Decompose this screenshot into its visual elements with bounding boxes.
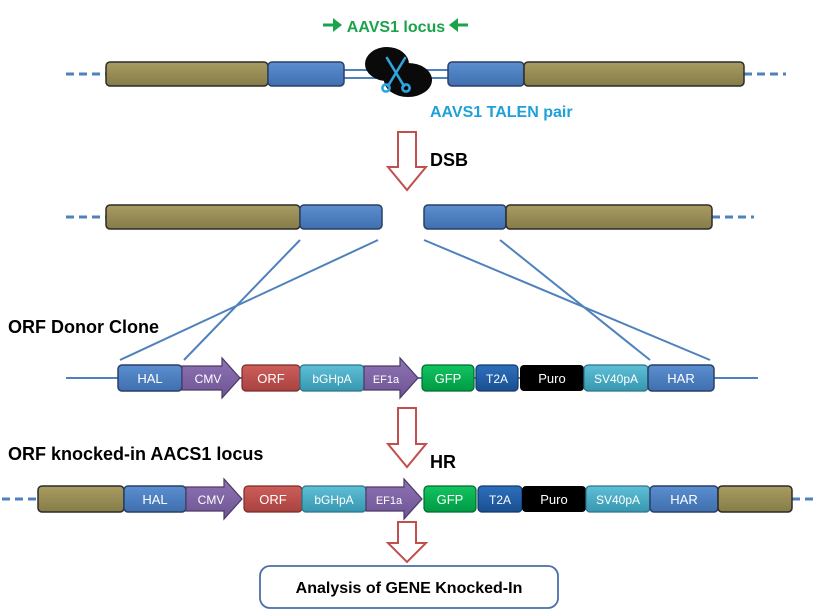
cut-arm-left	[299, 204, 383, 230]
donor-cmv-arrow	[181, 356, 241, 400]
cut-exon-left	[105, 204, 301, 230]
recombination-lines	[119, 239, 711, 361]
locus-arm-right	[447, 61, 525, 87]
knockin-cmv-label: CMV	[198, 493, 225, 507]
knockin-hal-label: HAL	[142, 492, 167, 507]
dsb-label: DSB	[430, 150, 468, 170]
donor-hal-label: HAL	[137, 371, 162, 386]
knockin-cmv-arrow	[185, 477, 243, 521]
knockin-row: HAL CMV ORF bGHpA EF1a GFP T2A Puro SV40…	[2, 477, 818, 521]
donor-cmv-label: CMV	[195, 372, 222, 386]
knockin-t2a-label: T2A	[489, 493, 511, 507]
knockin-title: ORF knocked-in AACS1 locus	[8, 444, 263, 464]
locus-title: AAVS1 locus	[347, 19, 446, 36]
donor-ef1a-arrow	[363, 356, 419, 400]
donor-orf-label: ORF	[257, 371, 285, 386]
locus-exon-left	[105, 61, 269, 87]
locus-row: AAVS1 locus AAVS1 TALEN pair	[66, 18, 786, 121]
analysis-box	[259, 565, 559, 609]
knockin-exon-left	[37, 485, 125, 513]
cut-exon-right	[505, 204, 713, 230]
hr-step: HR	[385, 407, 456, 472]
knockin-exon-right	[717, 485, 793, 513]
locus-exon-right	[523, 61, 745, 87]
knockin-ef1a-arrow	[365, 477, 423, 521]
analysis-arrow-icon	[385, 521, 429, 564]
knockin-orf-label: ORF	[259, 492, 287, 507]
hr-arrow-icon	[385, 407, 429, 469]
cut-arm-right	[423, 204, 507, 230]
knockin-puro-block	[522, 486, 586, 512]
dsb-arrow-icon	[385, 131, 429, 192]
knockin-har-label: HAR	[670, 492, 697, 507]
knockin-gfp-label: GFP	[437, 492, 464, 507]
talen-pair-label: AAVS1 TALEN pair	[430, 104, 573, 121]
donor-har-label: HAR	[667, 371, 694, 386]
locus-arm-left	[267, 61, 345, 87]
hr-label: HR	[430, 452, 456, 472]
locus-arrow-left-icon	[449, 18, 468, 32]
talen-scissors-icon	[365, 47, 432, 97]
donor-t2a-label: T2A	[486, 372, 508, 386]
donor-bghpa-label: bGHpA	[312, 372, 351, 386]
donor-row: HAL CMV ORF bGHpA EF1a GFP T2A Puro SV40…	[66, 356, 758, 400]
donor-sv40pa-label: SV40pA	[594, 372, 638, 386]
donor-t2a-block	[475, 364, 519, 392]
donor-title: ORF Donor Clone	[8, 317, 159, 337]
donor-gfp-block	[421, 364, 475, 392]
donor-ef1a-label: EF1a	[373, 374, 400, 386]
knockin-ef1a-label: EF1a	[376, 495, 403, 507]
dsb-step: DSB	[385, 131, 468, 192]
knockin-bghpa-label: bGHpA	[314, 493, 353, 507]
knockin-puro-label: Puro	[540, 492, 567, 507]
knockin-gfp-block	[423, 485, 477, 513]
donor-har-block	[647, 364, 715, 392]
knockin-sv40pa-label: SV40pA	[596, 493, 640, 507]
donor-gfp-label: GFP	[435, 371, 462, 386]
donor-puro-label: Puro	[538, 371, 565, 386]
analysis-step: Analysis of GENE Knocked-In	[259, 521, 559, 609]
cut-locus-row	[66, 204, 754, 230]
donor-puro-block	[520, 365, 584, 391]
locus-arrow-right-icon	[323, 18, 342, 32]
analysis-label: Analysis of GENE Knocked-In	[296, 580, 523, 597]
